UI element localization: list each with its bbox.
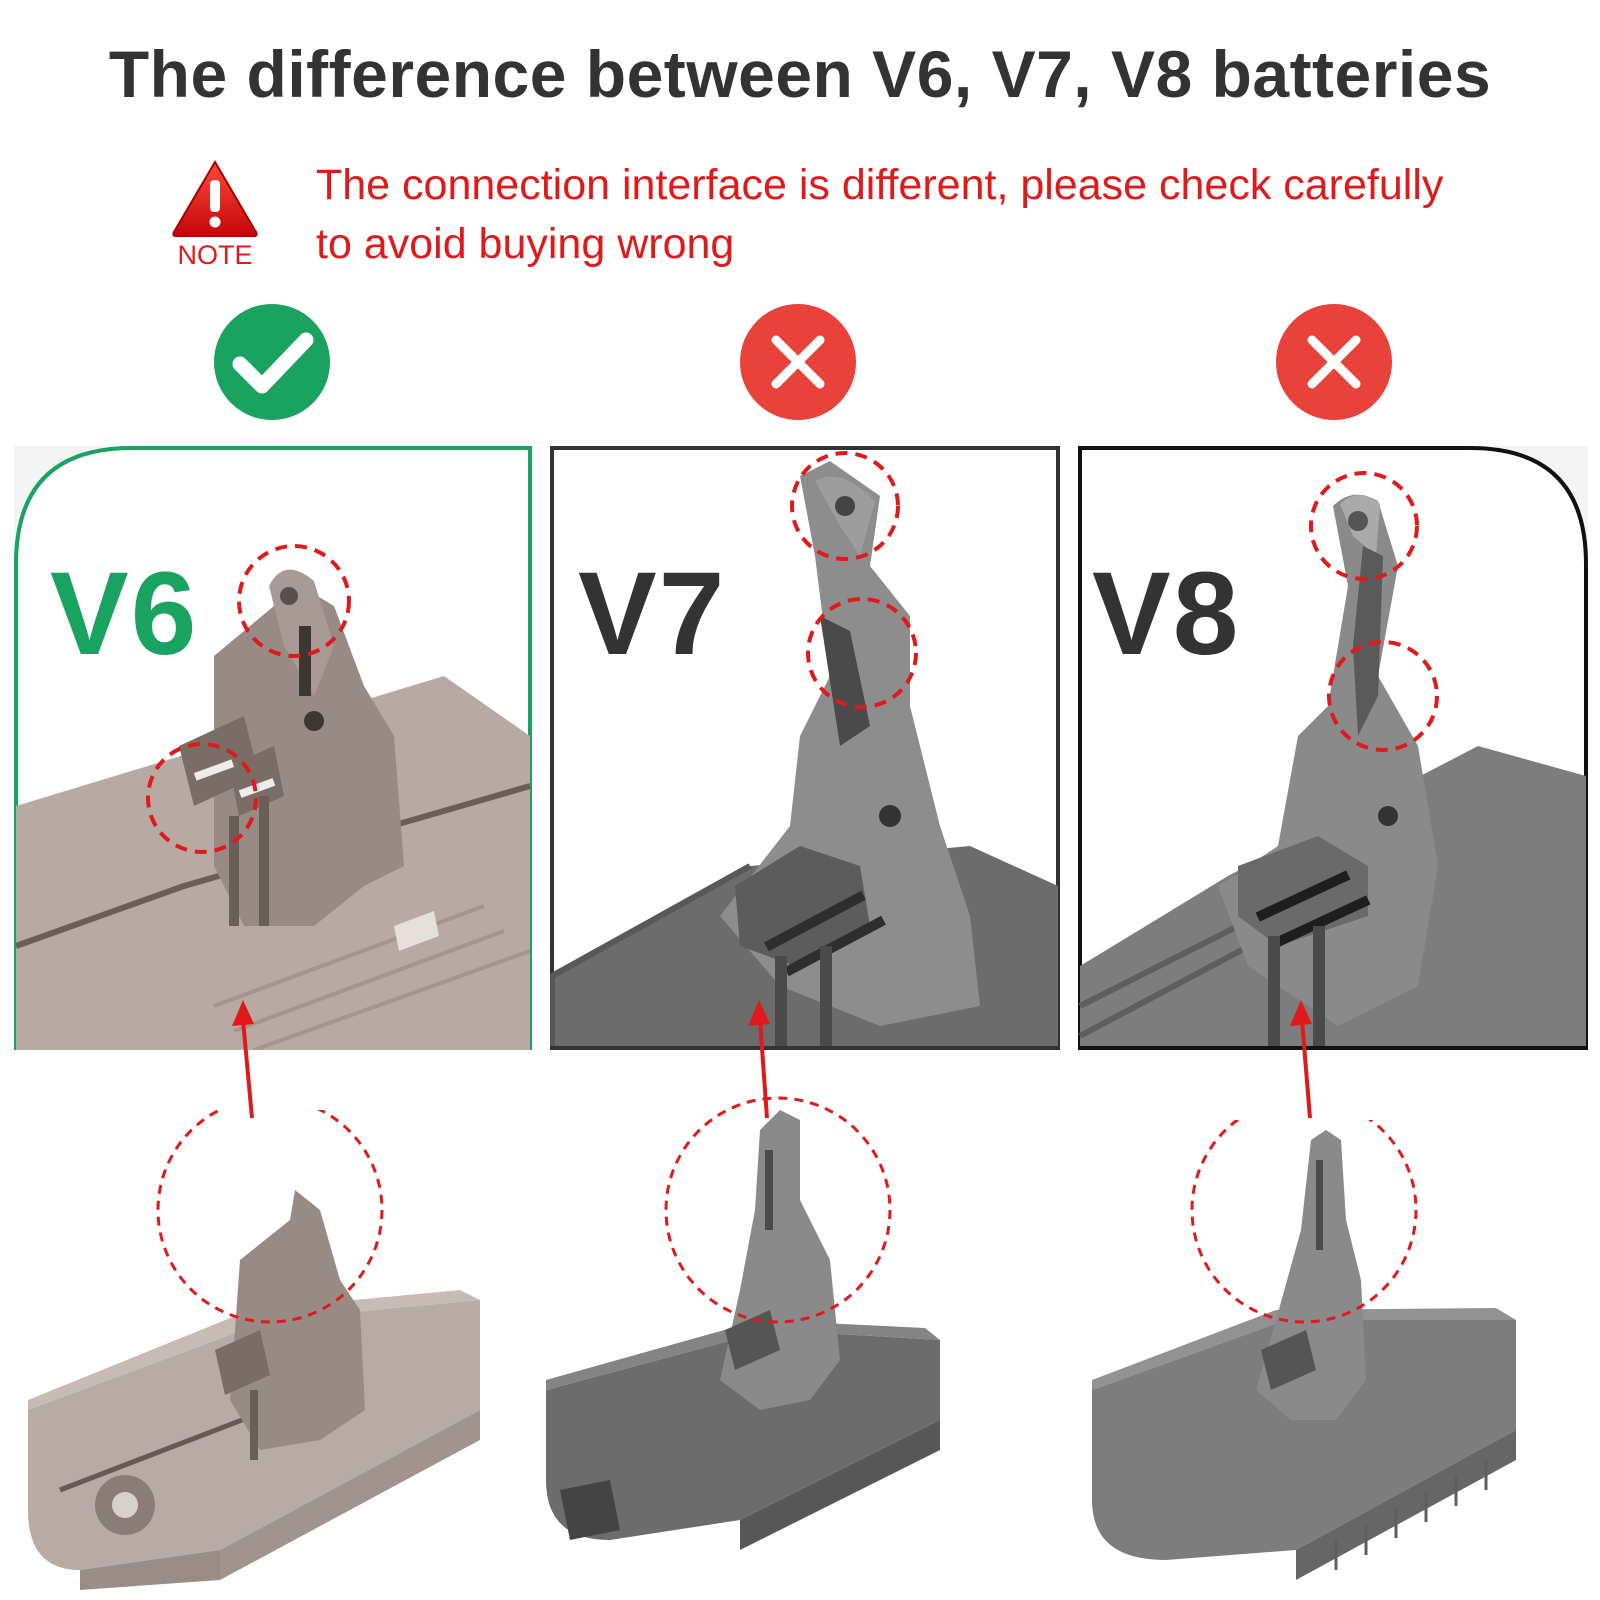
page-title: The difference between V6, V7, V8 batter…: [108, 37, 1492, 111]
v6-check-icon: [214, 304, 330, 420]
v8-cross-icon: [1276, 304, 1392, 420]
v7-connector-closeup: [550, 446, 1060, 1050]
v8-connector-closeup: [1078, 446, 1588, 1050]
battery-v7-image: [540, 1090, 950, 1590]
panel-v8: V8: [1078, 446, 1588, 1050]
panel-label-v8: V8: [1092, 548, 1241, 680]
warning-message: The connection interface is different, p…: [316, 161, 1444, 268]
panel-v6: V6: [14, 446, 532, 1050]
note-badge: NOTE: [170, 158, 270, 278]
v7-cross-icon: [740, 304, 856, 420]
battery-v8-image: [1086, 1120, 1526, 1590]
panel-v7: V7: [550, 446, 1060, 1050]
battery-v6-image: [20, 1110, 490, 1590]
panel-label-v6: V6: [50, 548, 199, 680]
warning-triangle-icon: [172, 160, 258, 237]
note-label: NOTE: [177, 240, 253, 270]
v6-connector-closeup: [14, 446, 532, 1050]
panel-label-v7: V7: [578, 548, 727, 680]
